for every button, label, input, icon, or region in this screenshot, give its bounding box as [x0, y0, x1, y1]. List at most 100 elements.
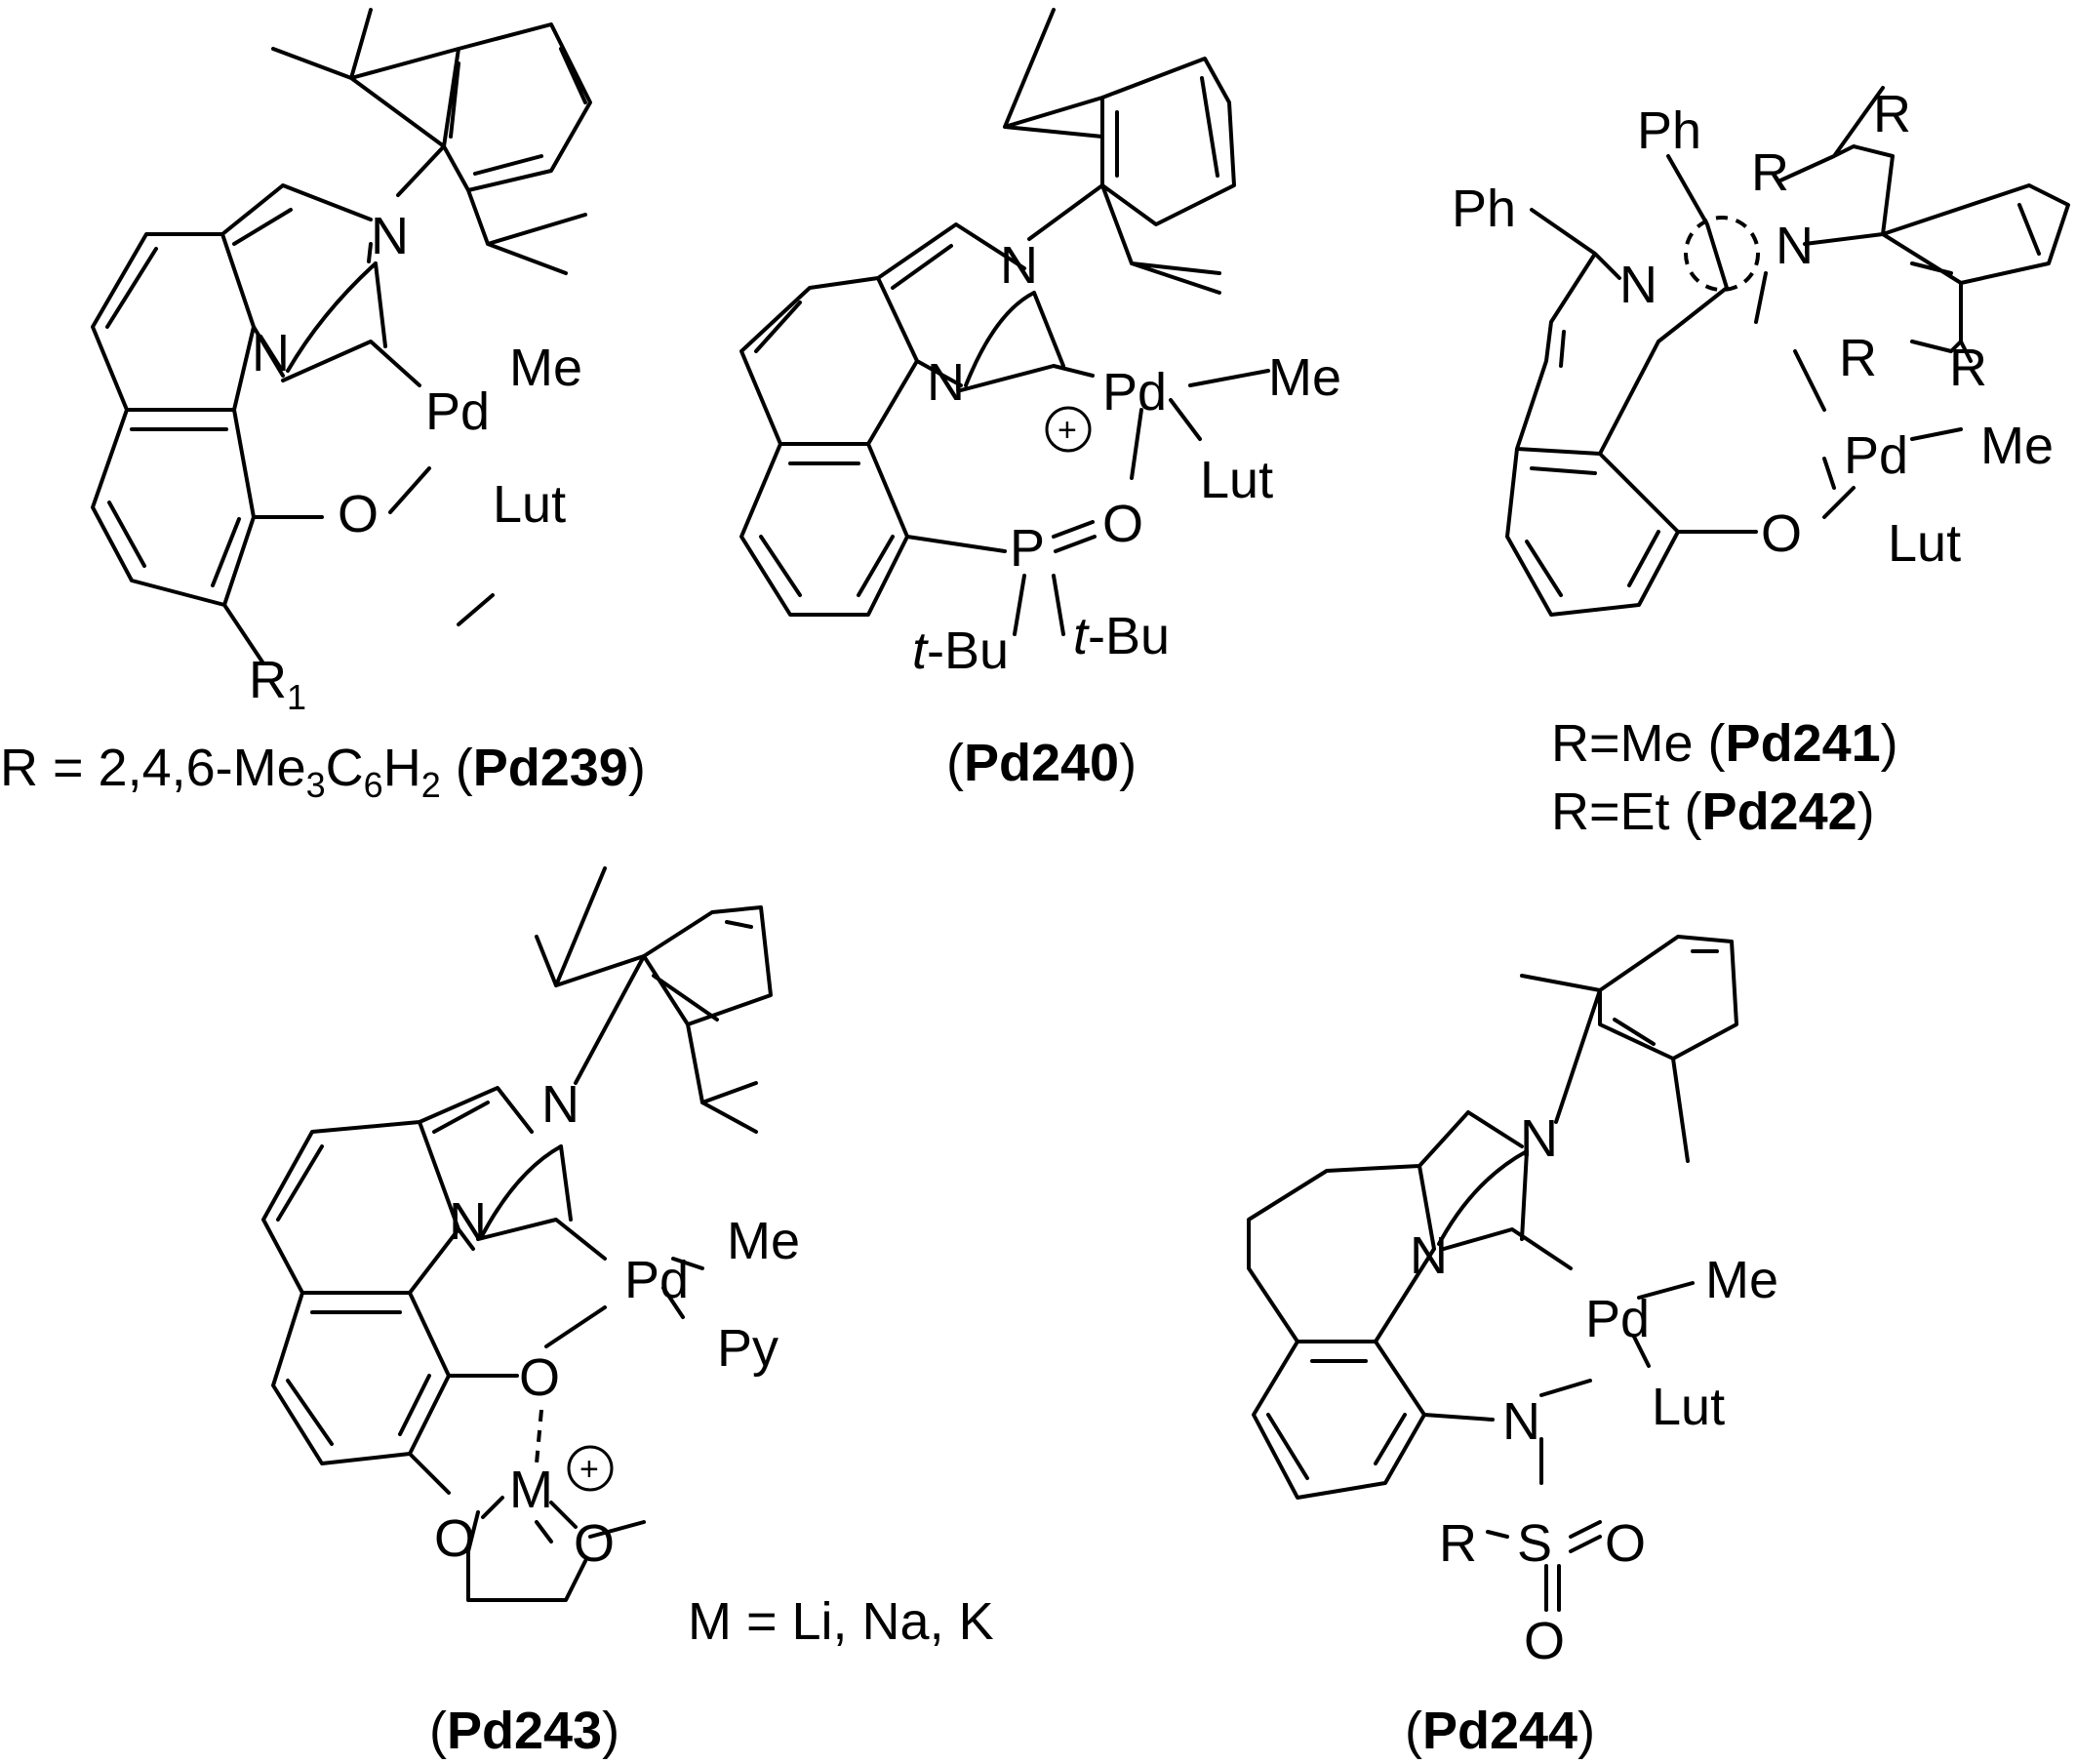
pd239-bonds: [91, 8, 592, 665]
pd239-caption-c: C: [326, 739, 364, 797]
pd241-atom-lut: Lut: [1888, 514, 1961, 573]
pd244-caption: (Pd244): [1405, 1702, 1595, 1760]
pd243-nhc-arc: [481, 1144, 563, 1236]
pd239-atom-n1: N: [371, 207, 409, 265]
pd240-atom-tbu1: t-Bu: [912, 621, 1009, 680]
pd241-atom-pd: Pd: [1844, 426, 1908, 485]
pd241-caption-label: Pd241: [1726, 714, 1881, 773]
pd241-bonds: [1505, 86, 2070, 617]
pd243-atom-n2: N: [449, 1192, 487, 1251]
pd241-atom-r1: R: [1873, 85, 1911, 143]
pd244-caption-label: Pd244: [1422, 1702, 1577, 1760]
pd239-r1-letter: R: [249, 651, 287, 709]
pd243-atom-o1: O: [519, 1348, 560, 1407]
pd239-atom-pd: Pd: [425, 382, 490, 441]
pd244-atom-n3: N: [1502, 1392, 1540, 1451]
pd239-caption-sub3: 2: [421, 765, 441, 805]
pd239-nhc-arc: [286, 261, 378, 373]
pd240-atom-me: Me: [1268, 348, 1341, 407]
pd243-charge-circle: [567, 1445, 614, 1492]
compound-pd243: N N Pd Me Py O O O M + M = Li, Na, K (Pd…: [261, 866, 994, 1760]
pd239-caption-label: Pd239: [473, 739, 628, 797]
compound-pd241-pd242: Ph Ph N N R R R R Pd Me Lut O R=Me (Pd24…: [1452, 85, 2070, 841]
pd244-atom-r: R: [1439, 1514, 1477, 1573]
pd243-atom-o2: O: [434, 1509, 475, 1568]
pd240-atom-n2: N: [927, 353, 965, 412]
pd241-atom-o: O: [1761, 504, 1802, 563]
pd244-atom-n1: N: [1520, 1109, 1558, 1168]
pd243-charge: +: [579, 1451, 599, 1488]
pd240-tbu2-bu: -Bu: [1088, 607, 1170, 665]
pd243-caption-label: Pd243: [447, 1702, 602, 1760]
pd244-bonds: [1247, 935, 1738, 1612]
pd242-caption-close: ): [1857, 782, 1875, 841]
pd240-atom-p: P: [1010, 519, 1045, 578]
pd243-atom-py: Py: [717, 1319, 778, 1378]
pd244-atom-o2: O: [1524, 1612, 1565, 1670]
pd240-tbu2-t: t: [1073, 607, 1090, 665]
pd244-atom-lut: Lut: [1652, 1378, 1725, 1436]
pd241-atom-ph2: Ph: [1452, 180, 1516, 238]
compound-pd244: N N N Pd Me Lut S O O R (Pd244): [1247, 935, 1778, 1760]
pd241-atom-n1: N: [1619, 256, 1657, 314]
pd239-atom-n2: N: [252, 324, 290, 382]
pd241-atom-r2: R: [1751, 143, 1789, 202]
pd240-atom-pd: Pd: [1102, 363, 1167, 421]
pd240-atom-lut: Lut: [1200, 451, 1273, 509]
pd239-r1-subscript: 1: [287, 677, 306, 717]
pd239-atom-r1: R1: [249, 651, 306, 717]
pd241-aromatic-ring: [1684, 216, 1760, 292]
pd241-caption: R=Me (Pd241): [1551, 714, 1898, 773]
pd244-nhc-arc: [1437, 1149, 1529, 1246]
compound-pd239: N N Pd Me Lut O R1 R = 2,4,6-Me3C6H2 (Pd…: [0, 8, 646, 805]
pd241-caption-prefix: R=Me (: [1551, 714, 1726, 773]
pd243-caption-close: ): [602, 1702, 619, 1760]
pd244-atom-o1: O: [1605, 1514, 1646, 1573]
pd240-bonds: [739, 8, 1270, 636]
pd244-caption-open: (: [1405, 1702, 1422, 1760]
pd239-atom-lut: Lut: [493, 475, 566, 534]
pd243-metal-note: M = Li, Na, K: [688, 1592, 994, 1651]
pd240-caption-close: ): [1119, 734, 1137, 792]
pd241-atom-ph1: Ph: [1637, 101, 1701, 160]
pd244-caption-close: ): [1577, 1702, 1595, 1760]
pd239-caption-close: ): [628, 739, 646, 797]
pd240-caption: (Pd240): [946, 734, 1137, 792]
pd242-caption-prefix: R=Et (: [1551, 782, 1702, 841]
pd244-atom-me: Me: [1705, 1251, 1778, 1309]
pd239-caption-h: H: [383, 739, 421, 797]
pd240-atom-n1: N: [1000, 236, 1038, 295]
pd240-caption-open: (: [946, 734, 964, 792]
pd243-caption-open: (: [429, 1702, 447, 1760]
pd243-caption: (Pd243): [429, 1702, 619, 1760]
pd241-atom-n2: N: [1776, 217, 1814, 275]
pd243-atom-m: M: [509, 1461, 553, 1519]
pd240-nhc-arc: [964, 291, 1036, 387]
pd239-caption-open: (: [441, 739, 473, 797]
pd240-tbu1-bu: -Bu: [927, 621, 1009, 680]
pd242-caption: R=Et (Pd242): [1551, 782, 1875, 841]
pd240-charge-circle: [1045, 406, 1092, 453]
pd240-atom-tbu2: t-Bu: [1073, 607, 1170, 665]
pd244-atom-s: S: [1517, 1514, 1552, 1573]
pd239-atom-o: O: [338, 485, 379, 543]
pd243-atom-o3: O: [574, 1514, 615, 1573]
pd239-caption: R = 2,4,6-Me3C6H2 (Pd239): [0, 739, 646, 805]
pd239-caption-sub1: 3: [306, 765, 326, 805]
pd243-atom-n1: N: [541, 1075, 579, 1134]
pd239-atom-me: Me: [509, 339, 582, 397]
pd239-caption-prefix: R = 2,4,6-Me: [0, 739, 306, 797]
pd240-tbu1-t: t: [912, 621, 929, 680]
pd244-atom-n2: N: [1410, 1226, 1448, 1285]
pd240-atom-o: O: [1102, 495, 1143, 553]
pd241-caption-close: ): [1881, 714, 1898, 773]
pd244-atom-pd: Pd: [1585, 1290, 1650, 1348]
pd243-dashed-bond-o-m: [535, 1409, 543, 1464]
pd241-atom-r4: R: [1949, 339, 1987, 397]
pd242-caption-label: Pd242: [1702, 782, 1857, 841]
pd243-m-bonds: [481, 1496, 578, 1529]
pd243-atom-me: Me: [727, 1212, 800, 1270]
pd243-atom-pd: Pd: [624, 1251, 689, 1309]
pd241-atom-me: Me: [1980, 417, 2054, 475]
